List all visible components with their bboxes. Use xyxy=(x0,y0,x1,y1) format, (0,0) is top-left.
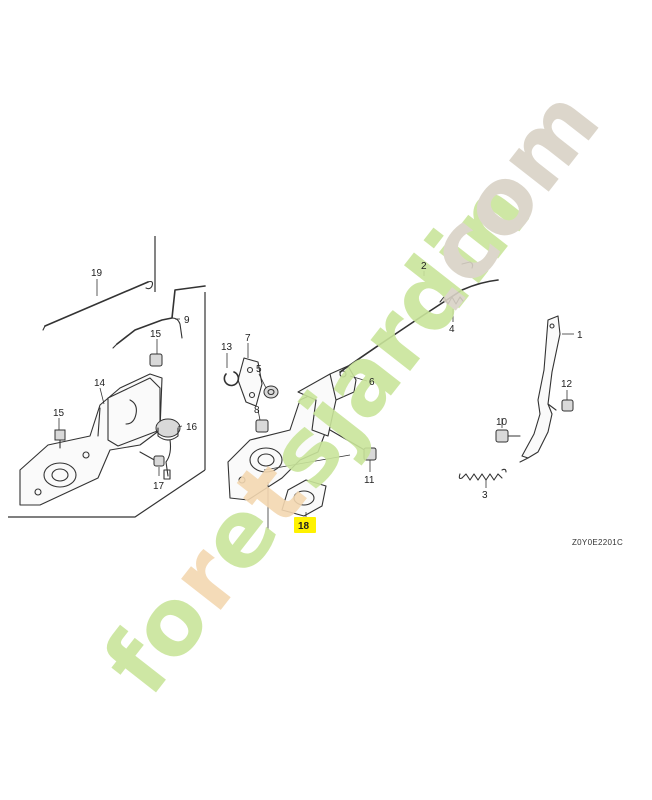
callout-7[interactable]: 7 xyxy=(245,333,251,344)
callout-2[interactable]: 2 xyxy=(421,261,427,272)
callout-15-lower[interactable]: 15 xyxy=(53,408,65,419)
part-4-spring[interactable] xyxy=(439,296,464,305)
part-2-rod[interactable] xyxy=(339,261,499,373)
leader-lines xyxy=(58,271,574,530)
callout-9[interactable]: 9 xyxy=(184,315,190,326)
callout-5[interactable]: 5 xyxy=(256,364,262,375)
svg-text:.com: .com xyxy=(383,70,620,332)
callout-1[interactable]: 1 xyxy=(577,330,583,341)
part-19-rod[interactable] xyxy=(42,280,154,331)
callout-4[interactable]: 4 xyxy=(449,324,455,335)
part-6-bracket[interactable] xyxy=(297,365,357,437)
callout-17[interactable]: 17 xyxy=(153,481,165,492)
part-7-link[interactable] xyxy=(237,357,263,407)
callout-10[interactable]: 10 xyxy=(496,417,508,428)
callout-14[interactable]: 14 xyxy=(94,378,106,389)
callout-18[interactable]: 18 xyxy=(298,521,310,532)
callout-15-upper[interactable]: 15 xyxy=(150,329,162,340)
part-18-gasket[interactable] xyxy=(281,479,327,517)
part-8-nut[interactable] xyxy=(255,419,269,433)
callout-6[interactable]: 6 xyxy=(369,377,375,388)
part-12-nut[interactable] xyxy=(561,399,574,412)
part-15-bolt-lower[interactable] xyxy=(54,429,66,449)
callout-labels: 19 9 15 14 15 16 17 13 7 5 8 6 11 18 2 4… xyxy=(53,261,583,532)
part-10-bolt[interactable] xyxy=(495,429,521,443)
callout-13[interactable]: 13 xyxy=(221,342,233,353)
part-16-switch[interactable] xyxy=(155,418,181,480)
part-18-highlight xyxy=(294,517,316,533)
part-3-spring[interactable] xyxy=(458,468,507,481)
callout-11[interactable]: 11 xyxy=(364,475,375,486)
callout-12[interactable]: 12 xyxy=(561,379,573,390)
part-17-bolt[interactable] xyxy=(139,451,165,467)
part-5-washer[interactable] xyxy=(263,385,279,399)
callout-3[interactable]: 3 xyxy=(482,490,488,501)
diagram-code: Z0Y0E2201C xyxy=(572,538,623,547)
callout-16[interactable]: 16 xyxy=(186,422,198,433)
left-subassembly-frame xyxy=(8,236,206,518)
part-9-rod[interactable] xyxy=(112,285,206,349)
part-15-nut-upper[interactable] xyxy=(149,353,163,367)
part-14-bracket[interactable] xyxy=(19,373,163,506)
callout-8[interactable]: 8 xyxy=(254,405,260,416)
callout-19[interactable]: 19 xyxy=(91,268,103,279)
part-13-clip[interactable] xyxy=(223,371,240,387)
part-1-lever[interactable] xyxy=(519,315,561,463)
